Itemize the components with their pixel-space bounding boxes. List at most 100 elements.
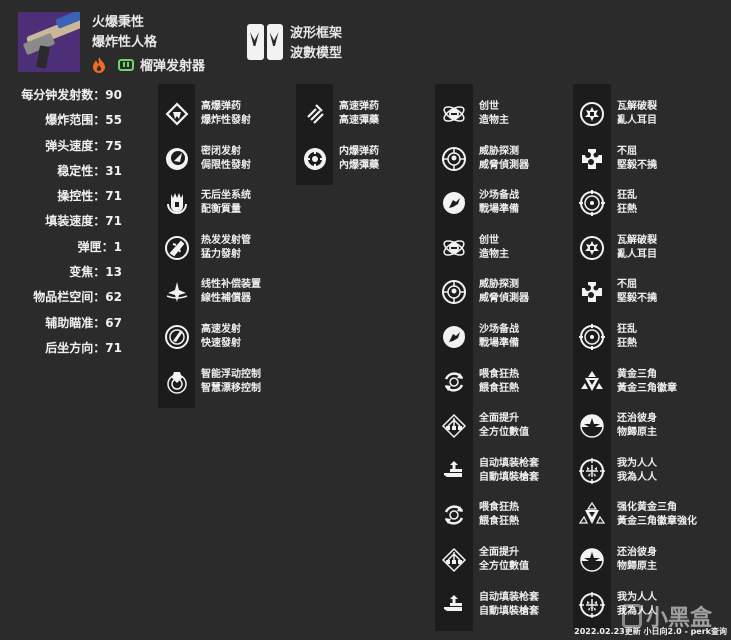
perk-item[interactable]: 内爆弹药內爆彈藥 bbox=[296, 139, 379, 179]
perk-item[interactable]: 热发发射管猛力發射 bbox=[158, 228, 251, 268]
smart-drift-control-icon bbox=[158, 369, 195, 395]
watermark: 小黑盒 bbox=[622, 600, 712, 632]
perk-item[interactable]: 瓦解破裂亂人耳目 bbox=[573, 94, 657, 134]
perk-item[interactable]: 强化黄金三角黃金三角徽章強化 bbox=[573, 495, 697, 535]
perk-name-simplified: 自动填装枪套 bbox=[479, 591, 539, 603]
perk-name-simplified: 内爆弹药 bbox=[339, 145, 379, 157]
perk-name-simplified: 不屈 bbox=[617, 279, 637, 291]
perk-name-simplified: 威胁探测 bbox=[479, 145, 519, 157]
perk-name-traditional: 狂熱 bbox=[617, 204, 637, 216]
perk-labels: 瓦解破裂亂人耳目 bbox=[617, 100, 657, 128]
perk-name-traditional: 自動填裝槍套 bbox=[479, 605, 539, 617]
perk-item[interactable]: 不屈堅毅不撓 bbox=[573, 139, 657, 179]
perk-labels: 威胁探测威脅偵測器 bbox=[479, 278, 529, 306]
perk-name-simplified: 沙场备战 bbox=[479, 190, 519, 202]
stat-row: 稳定性：31 bbox=[0, 159, 122, 184]
stat-value: 75 bbox=[105, 138, 122, 153]
perk-item[interactable]: 喂食狂热餵食狂熱 bbox=[435, 495, 519, 535]
perk-name-traditional: 線性補償器 bbox=[201, 293, 251, 305]
unrelenting-icon bbox=[573, 146, 611, 172]
perk-labels: 全面提升全方位數值 bbox=[479, 546, 529, 574]
perk-item[interactable]: 威胁探测威脅偵測器 bbox=[435, 272, 529, 312]
countermass-icon bbox=[158, 190, 195, 216]
perk-item[interactable]: 不屈堅毅不撓 bbox=[573, 272, 657, 312]
perk-item[interactable]: 狂乱狂熱 bbox=[573, 183, 637, 223]
stat-separator: ： bbox=[93, 88, 106, 102]
perk-labels: 线性补偿装置線性補償器 bbox=[201, 278, 261, 306]
weapon-name-traditional: 爆炸性人格 bbox=[92, 35, 158, 50]
perk-labels: 我为人人我為人人 bbox=[617, 457, 657, 485]
stat-value: 13 bbox=[105, 265, 122, 280]
perk-name-traditional: 堅毅不撓 bbox=[617, 293, 657, 305]
perk-name-traditional: 配衡質量 bbox=[201, 204, 241, 216]
perk-item[interactable]: 喂食狂热餵食狂熱 bbox=[435, 362, 519, 402]
perk-name-simplified: 还治彼身 bbox=[617, 547, 657, 558]
perk-item[interactable]: 瓦解破裂亂人耳目 bbox=[573, 228, 657, 268]
stat-value: 90 bbox=[105, 88, 122, 102]
reconstruction-icon bbox=[573, 413, 611, 439]
perk-labels: 自动填装枪套自動填裝槍套 bbox=[479, 457, 539, 485]
golden-tricorn-enhanced-icon bbox=[573, 502, 611, 528]
perk-item[interactable]: 黄金三角黃金三角徽章 bbox=[573, 362, 677, 402]
stat-separator: ： bbox=[93, 138, 106, 153]
perk-labels: 创世造物主 bbox=[479, 100, 509, 128]
perk-name-simplified: 创世 bbox=[479, 101, 499, 112]
perk-labels: 高爆弹药爆炸性發射 bbox=[201, 100, 251, 128]
perk-item[interactable]: 全面提升全方位數值 bbox=[435, 540, 529, 580]
perk-item[interactable]: 创世造物主 bbox=[435, 94, 509, 134]
perk-item[interactable]: 全面提升全方位數值 bbox=[435, 406, 529, 446]
perk-name-traditional: 智慧漂移控制 bbox=[201, 382, 261, 394]
perk-item[interactable]: 高速发射快速發射 bbox=[158, 317, 241, 357]
stat-value: 71 bbox=[105, 340, 122, 355]
perk-item[interactable]: 高爆弹药爆炸性發射 bbox=[158, 94, 251, 134]
auto-loading-holster-icon bbox=[435, 458, 473, 484]
perk-name-simplified: 智能浮动控制 bbox=[201, 368, 261, 380]
perk-name-simplified: 高速弹药 bbox=[339, 101, 379, 112]
perk-name-traditional: 威脅偵測器 bbox=[479, 159, 529, 171]
solar-flame-icon bbox=[93, 56, 105, 73]
quick-launch-icon bbox=[158, 324, 195, 350]
perk-name-simplified: 狂乱 bbox=[617, 324, 637, 335]
stat-separator: ： bbox=[93, 265, 106, 280]
perk-item[interactable]: 自动填装枪套自動填裝槍套 bbox=[435, 585, 539, 625]
perk-item[interactable]: 沙场备战戰場準備 bbox=[435, 317, 519, 357]
perk-item[interactable]: 狂乱狂熱 bbox=[573, 317, 637, 357]
perk-name-simplified: 全面提升 bbox=[479, 547, 519, 558]
perk-labels: 密闭发射侷限性發射 bbox=[201, 145, 251, 173]
perk-item[interactable]: 创世造物主 bbox=[435, 228, 509, 268]
perk-labels: 智能浮动控制智慧漂移控制 bbox=[201, 368, 261, 396]
perk-item[interactable]: 还治彼身物歸原主 bbox=[573, 406, 657, 446]
stat-row: 变焦：13 bbox=[0, 260, 122, 285]
stat-value: 71 bbox=[105, 189, 122, 204]
frenzy-icon bbox=[573, 190, 611, 217]
perk-labels: 不屈堅毅不撓 bbox=[617, 278, 657, 306]
perk-item[interactable]: 威胁探测威脅偵測器 bbox=[435, 139, 529, 179]
stat-separator: ： bbox=[93, 189, 106, 204]
perk-item[interactable]: 高速弹药高速彈藥 bbox=[296, 94, 379, 134]
perk-item[interactable]: 线性补偿装置線性補償器 bbox=[158, 272, 261, 312]
perk-name-simplified: 密闭发射 bbox=[201, 145, 241, 157]
perk-labels: 沙场备战戰場準備 bbox=[479, 323, 519, 351]
stat-row: 填装速度：71 bbox=[0, 209, 122, 234]
perk-item[interactable]: 我为人人我為人人 bbox=[573, 451, 657, 491]
perk-item[interactable]: 沙场备战戰場準備 bbox=[435, 183, 519, 223]
stat-separator: ： bbox=[101, 239, 114, 254]
perk-item[interactable]: 还治彼身物歸原主 bbox=[573, 540, 657, 580]
perk-labels: 喂食狂热餵食狂熱 bbox=[479, 368, 519, 396]
high-velocity-rounds-icon bbox=[296, 101, 333, 127]
demolitionist-icon bbox=[435, 235, 473, 261]
perk-name-traditional: 亂人耳目 bbox=[617, 248, 657, 260]
perk-item[interactable]: 我为人人我為人人 bbox=[573, 585, 657, 625]
perk-name-traditional: 黃金三角徽章強化 bbox=[617, 516, 697, 528]
perk-name-traditional: 內爆彈藥 bbox=[339, 159, 379, 171]
perk-labels: 全面提升全方位數值 bbox=[479, 412, 529, 440]
feeding-frenzy-icon bbox=[435, 369, 473, 395]
perk-item[interactable]: 自动填装枪套自動填裝槍套 bbox=[435, 451, 539, 491]
weapon-name: 火爆秉性 爆炸性人格 bbox=[92, 13, 157, 53]
frenzy-icon bbox=[573, 324, 611, 350]
perk-item[interactable]: 密闭发射侷限性發射 bbox=[158, 139, 251, 179]
perk-item[interactable]: 智能浮动控制智慧漂移控制 bbox=[158, 362, 261, 402]
perk-name-simplified: 喂食狂热 bbox=[479, 502, 519, 514]
perk-item[interactable]: 无后坐系统配衡質量 bbox=[158, 183, 251, 223]
perk-labels: 瓦解破裂亂人耳目 bbox=[617, 234, 657, 262]
